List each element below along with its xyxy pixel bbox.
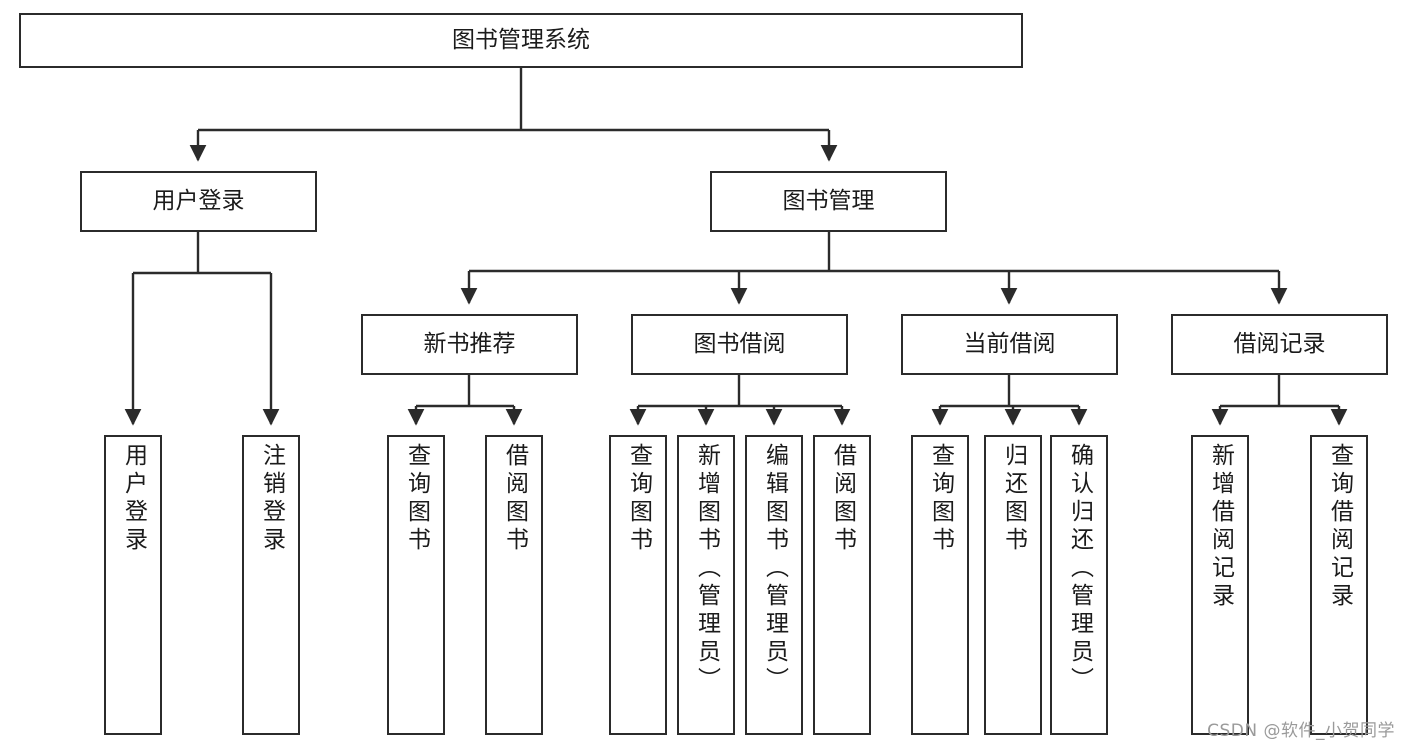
node-new-book-recommend[interactable]: 新书推荐 [361,314,578,375]
node-label-leaf-add-book-admin: 新增图书（管理员） [693,443,720,695]
node-leaf-add-book-admin[interactable]: 新增图书（管理员） [677,435,735,735]
node-user-login[interactable]: 用户登录 [80,171,317,232]
node-label-leaf-add-borrow-record: 新增借阅记录 [1207,443,1234,611]
node-label-user-login: 用户登录 [152,187,245,214]
node-label-book-management: 图书管理 [782,187,875,214]
node-label-borrow-record: 借阅记录 [1233,330,1326,357]
node-leaf-borrow-book-2[interactable]: 借阅图书 [813,435,871,735]
node-leaf-add-borrow-record[interactable]: 新增借阅记录 [1191,435,1249,735]
node-label-book-borrow: 图书借阅 [693,330,786,357]
node-leaf-confirm-return-admin[interactable]: 确认归还（管理员） [1050,435,1108,735]
node-book-borrow[interactable]: 图书借阅 [631,314,848,375]
node-label-leaf-query-book-1: 查询图书 [403,443,430,555]
node-label-leaf-borrow-book-1: 借阅图书 [501,443,528,555]
node-leaf-query-book-2[interactable]: 查询图书 [609,435,667,735]
node-label-leaf-edit-book-admin: 编辑图书（管理员） [761,443,788,695]
node-label-leaf-confirm-return-admin: 确认归还（管理员） [1066,443,1093,695]
node-label-leaf-query-borrow-record: 查询借阅记录 [1326,443,1353,611]
node-leaf-logout[interactable]: 注销登录 [242,435,300,735]
node-leaf-query-book-3[interactable]: 查询图书 [911,435,969,735]
node-leaf-user-login[interactable]: 用户登录 [104,435,162,735]
node-borrow-record[interactable]: 借阅记录 [1171,314,1388,375]
node-leaf-borrow-book-1[interactable]: 借阅图书 [485,435,543,735]
node-label-leaf-return-book: 归还图书 [1000,443,1027,555]
node-leaf-return-book[interactable]: 归还图书 [984,435,1042,735]
node-label-root: 图书管理系统 [452,26,590,53]
node-label-leaf-borrow-book-2: 借阅图书 [829,443,856,555]
node-label-leaf-logout: 注销登录 [258,443,285,555]
node-label-new-book-recommend: 新书推荐 [423,330,516,357]
node-label-leaf-query-book-2: 查询图书 [625,443,652,555]
node-leaf-query-book-1[interactable]: 查询图书 [387,435,445,735]
node-book-management[interactable]: 图书管理 [710,171,947,232]
node-label-current-borrow: 当前借阅 [963,330,1056,357]
csdn-watermark: CSDN @软件_小贺同学 [1207,721,1395,741]
node-leaf-query-borrow-record[interactable]: 查询借阅记录 [1310,435,1368,735]
node-leaf-edit-book-admin[interactable]: 编辑图书（管理员） [745,435,803,735]
node-root-system[interactable]: 图书管理系统 [19,13,1023,68]
node-label-leaf-user-login: 用户登录 [120,443,147,555]
node-label-leaf-query-book-3: 查询图书 [927,443,954,555]
node-current-borrow[interactable]: 当前借阅 [901,314,1118,375]
